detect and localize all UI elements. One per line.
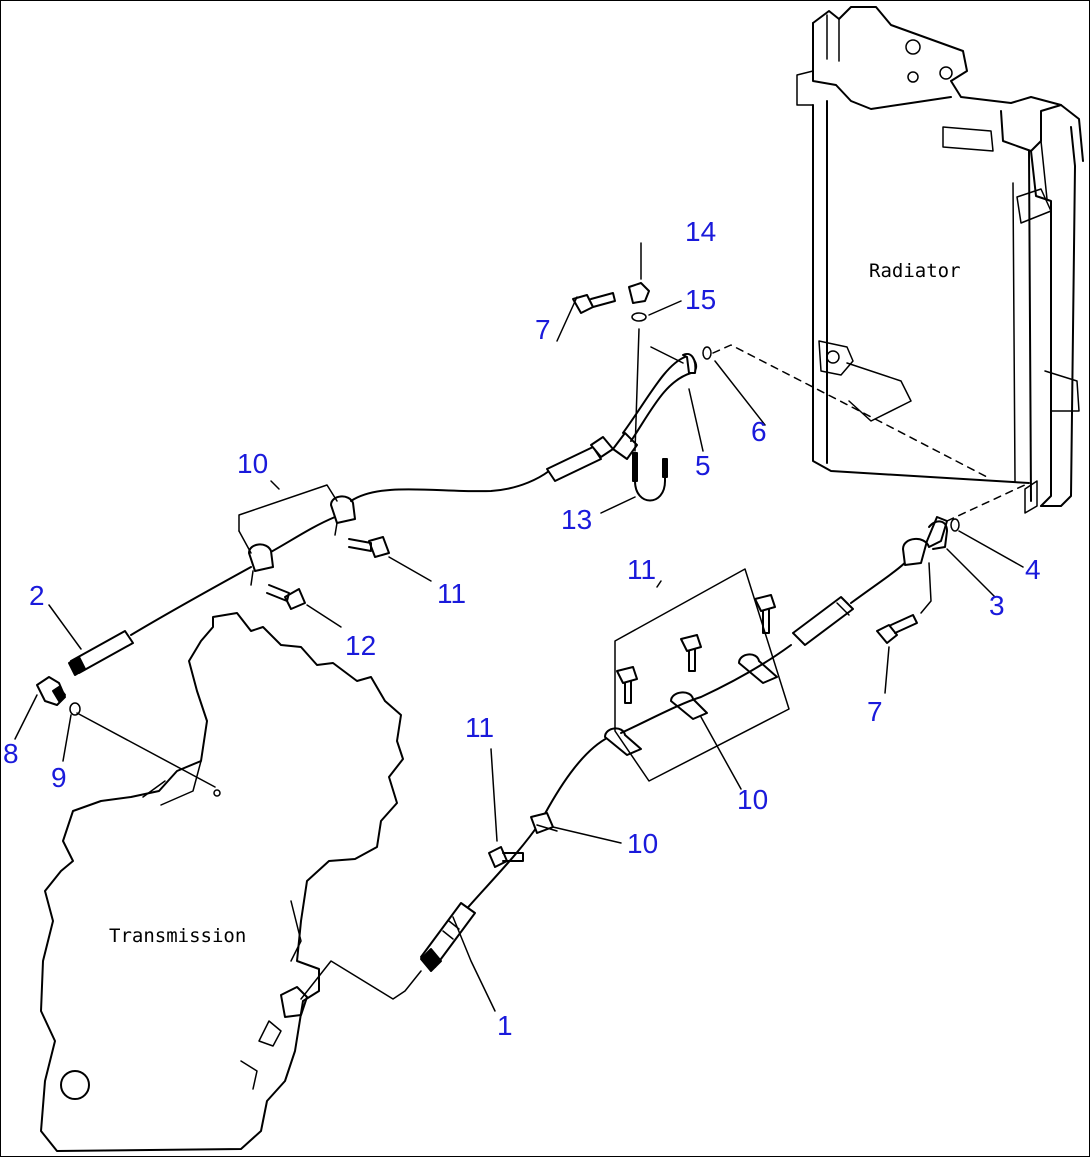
bolts (266, 292, 918, 868)
transmission-label: Transmission (109, 925, 246, 947)
callout-14: 14 (685, 216, 716, 247)
callout-10-lower: 10 (627, 828, 658, 859)
leader-lines (14, 242, 1024, 1012)
callout-12: 12 (345, 630, 376, 661)
callout-7-lower: 7 (867, 696, 883, 727)
callout-2: 2 (29, 580, 45, 611)
callout-11-lower: 11 (465, 712, 494, 743)
radiator-label: Radiator (869, 260, 961, 282)
callout-4: 4 (1025, 554, 1041, 585)
callout-11-upper: 11 (437, 578, 466, 609)
callout-6: 6 (751, 416, 767, 447)
callout-3: 3 (989, 590, 1005, 621)
radiator (796, 6, 1084, 514)
callout-9: 9 (51, 762, 67, 793)
hose-lower (300, 558, 910, 1000)
hose-upper (36, 282, 988, 788)
elbow-fitting-lower (902, 482, 1030, 614)
callout-10-upper: 10 (237, 448, 268, 479)
callout-11-right: 11 (627, 554, 656, 585)
callout-10-right: 10 (737, 784, 768, 815)
transmission (40, 612, 404, 1152)
callout-15: 15 (685, 284, 716, 315)
callout-13: 13 (561, 504, 592, 535)
callout-numbers: 14 15 7 6 5 13 10 11 12 2 8 9 11 4 3 7 1… (3, 216, 1041, 1041)
callout-7-upper: 7 (535, 314, 551, 345)
callout-1: 1 (497, 1010, 513, 1041)
callout-8: 8 (3, 738, 19, 769)
callout-5: 5 (695, 450, 711, 481)
